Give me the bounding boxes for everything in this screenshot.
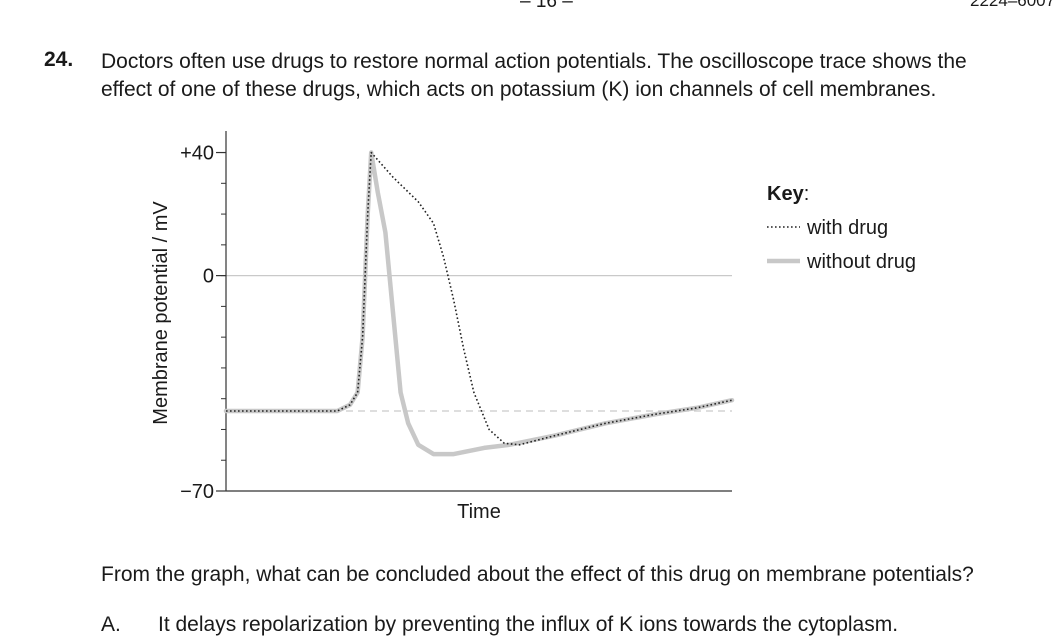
legend-label: with drug [806, 217, 888, 239]
question-stem: Doctors often use drugs to restore norma… [101, 48, 967, 104]
question-prompt: From the graph, what can be concluded ab… [101, 563, 974, 586]
legend-title-text: Key [767, 183, 805, 205]
y-axis-label: Membrane potential / mV [150, 201, 172, 425]
series-without-drug [223, 150, 735, 457]
page-number: – 16 – [520, 0, 573, 12]
y-tick-label: 0 [203, 266, 214, 288]
y-tick-label: −70 [180, 481, 214, 503]
series-with-drug [226, 151, 733, 446]
question-number: 24. [44, 48, 74, 71]
legend-title: Key: [767, 183, 809, 205]
option-a-text: It delays repolarization by preventing t… [158, 613, 899, 636]
question-stem-line-2: effect of one of these drugs, which acts… [101, 78, 937, 101]
paper-code: 2224–6007 [970, 0, 1056, 10]
question-stem-line-1: Doctors often use drugs to restore norma… [101, 50, 967, 73]
legend-title-colon: : [804, 183, 810, 205]
y-tick-label: +40 [180, 143, 214, 165]
legend-label: without drug [806, 251, 916, 273]
option-a-letter: A. [101, 613, 121, 636]
x-axis-label: Time [457, 501, 501, 523]
